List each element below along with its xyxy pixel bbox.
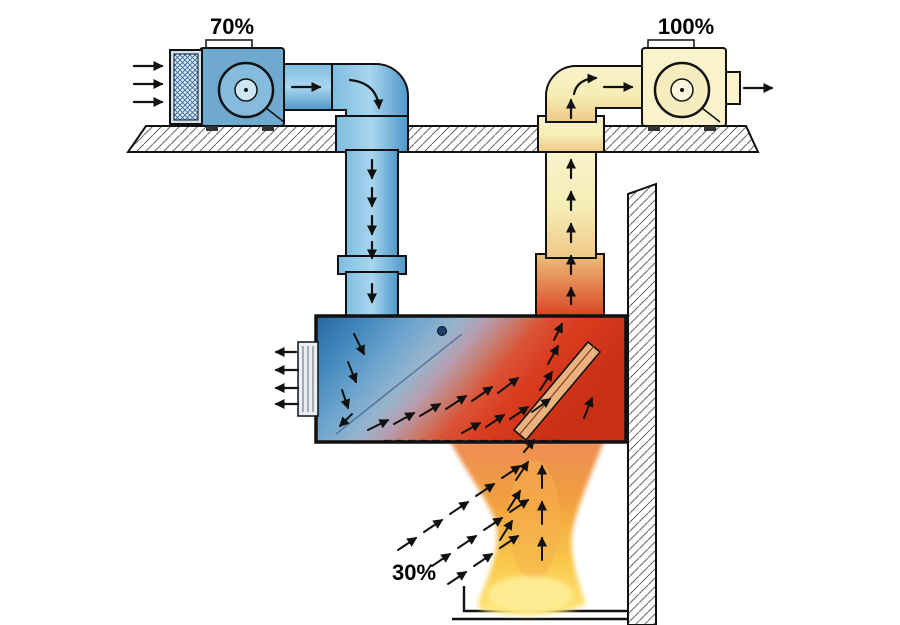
vent-slats — [302, 346, 314, 412]
ceiling-segment-middle — [407, 125, 539, 153]
arrow-up-right-icon — [473, 553, 494, 567]
arrow-up-right-icon — [485, 414, 506, 428]
flame-plume — [450, 441, 604, 616]
grease-filter-line — [519, 345, 595, 435]
arrow-up-icon — [553, 322, 563, 341]
arrow-up-right-icon — [497, 377, 520, 394]
arrow-up-right-icon — [419, 403, 442, 417]
arrow-up-right-icon — [431, 553, 452, 567]
arrow-up-right-icon — [393, 412, 416, 425]
front-discharge-arrows — [274, 347, 300, 409]
supply-inlet-arrows — [132, 61, 164, 107]
arrow-up-right-icon — [531, 398, 552, 413]
supply-duct-arrows — [290, 78, 384, 304]
makeup-air-arrows — [397, 465, 530, 585]
arrow-down-icon — [347, 361, 358, 384]
supply-fan-foot — [206, 126, 218, 131]
makeup-percentage-label: 30% — [392, 560, 436, 585]
arrow-up-right-icon — [483, 517, 504, 531]
damper-pivot-icon — [437, 326, 447, 336]
arrow-up-right-icon — [471, 386, 494, 402]
arrow-up-right-icon — [509, 406, 530, 420]
arrow-up-icon — [547, 344, 559, 365]
arrow-down-icon — [353, 333, 365, 356]
arrow-up-right-icon — [509, 499, 530, 513]
arrow-curve-right-icon — [572, 73, 598, 96]
arrow-up-right-icon — [507, 489, 521, 511]
arrow-up-right-icon — [499, 519, 513, 541]
arrow-up-icon — [583, 396, 594, 419]
exhaust-percentage-label: 100% — [658, 14, 714, 39]
hood — [297, 314, 628, 444]
exhaust-duct-arrows — [566, 73, 634, 306]
wall-panel — [627, 182, 657, 625]
arrow-up-right-icon — [461, 422, 482, 434]
exhaust-fan — [641, 39, 741, 131]
exhaust-volute-line — [701, 107, 721, 123]
exhaust-elbow — [545, 65, 645, 123]
exhaust-fan-foot — [704, 126, 716, 131]
hood-airflow-arrows — [338, 322, 594, 434]
supply-fan-foot — [262, 126, 274, 131]
supply-inlet-grille-icon — [173, 53, 199, 121]
arrow-up-right-icon — [515, 460, 529, 481]
wall — [627, 182, 657, 625]
arrow-up-right-icon — [501, 465, 522, 479]
arrow-curve-down-icon — [348, 78, 384, 110]
arrow-up-right-icon — [499, 535, 520, 549]
arrow-up-right-icon — [367, 419, 390, 431]
plume-core — [508, 460, 560, 580]
arrow-up-right-icon — [523, 438, 535, 453]
cooktop-edge — [462, 586, 628, 613]
plume-arrows — [499, 438, 547, 561]
supply-impeller-axle — [244, 88, 248, 92]
arrow-up-right-icon — [423, 519, 444, 533]
arrow-down-icon — [340, 389, 351, 410]
ceiling — [126, 125, 760, 153]
arrow-up-right-icon — [449, 501, 470, 515]
supply-fan — [169, 39, 285, 131]
arrow-up-right-icon — [445, 395, 468, 410]
arrow-up-right-icon — [397, 537, 418, 551]
arrow-up-icon — [539, 370, 553, 391]
hood-body — [314, 314, 628, 444]
supply-ceiling-collar — [335, 115, 409, 153]
arrow-up-right-icon — [457, 535, 478, 549]
arrow-up-right-icon — [475, 483, 496, 497]
exhaust-impeller-axle — [680, 88, 684, 92]
hood-splitter-plate — [335, 333, 463, 435]
cooktop — [452, 586, 628, 621]
exhaust-fan-foot — [648, 126, 660, 131]
supply-duct — [281, 63, 409, 319]
flame-glow — [488, 576, 572, 612]
supply-volute-line — [265, 107, 285, 123]
arrow-down-left-icon — [338, 413, 353, 428]
exhaust-outlet-stub — [725, 71, 741, 105]
arrow-up-right-icon — [447, 571, 468, 585]
supply-percentage-label: 70% — [210, 14, 254, 39]
ceiling-segment-left — [126, 125, 337, 153]
ceiling-segment-right — [603, 125, 760, 153]
